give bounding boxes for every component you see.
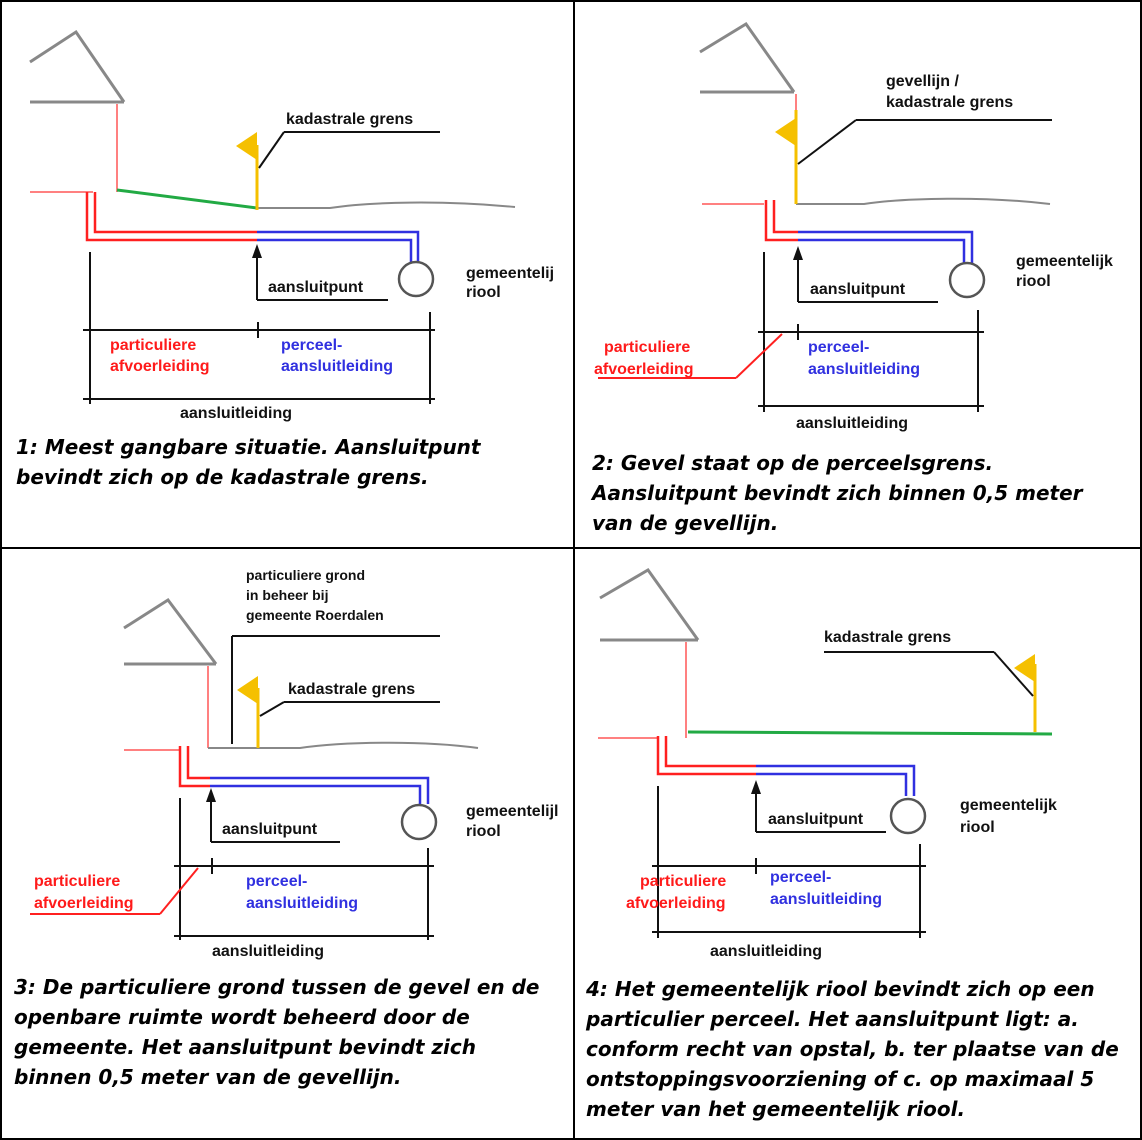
house-roof <box>699 21 796 93</box>
boundary-label-2: kadastrale grens <box>886 94 1013 111</box>
connection-arrowhead <box>206 788 216 802</box>
parcel-pipe-label: perceel- <box>770 869 831 886</box>
sewer-label: gemeentelijk <box>1016 253 1113 270</box>
connection-arrowhead <box>252 244 262 258</box>
private-pipe-label-2: afvoerleiding <box>626 895 726 912</box>
managed-ground-label-1: particuliere grond <box>246 567 365 583</box>
parcel-pipe-label: perceel- <box>246 873 307 890</box>
boundary-flag <box>237 676 258 704</box>
managed-ground-label-3: gemeente Roerdalen <box>246 607 384 623</box>
house-roof <box>29 29 126 103</box>
connection-point-label: aansluitpunt <box>768 811 864 828</box>
parcel-pipe-inner <box>798 238 966 264</box>
parcel-pipe-label-2: aansluitleiding <box>281 358 393 375</box>
boundary-label: kadastrale grens <box>286 111 413 128</box>
connection-pipe-label: aansluitleiding <box>180 405 292 422</box>
parcel-pipe-inner <box>210 784 422 804</box>
sewer-pipe <box>400 803 438 841</box>
sewer-pipe <box>397 260 435 298</box>
boundary-label-1: gevellijn / <box>886 73 959 90</box>
connection-pipe-label: aansluitleiding <box>710 943 822 960</box>
panel-2-diagram: gevellijn / kadastrale grens gemeentelij… <box>594 21 1113 432</box>
ground-line <box>208 741 479 749</box>
private-pipe-inner <box>93 192 257 234</box>
sewer-label: gemeentelijk <box>960 797 1057 814</box>
panel-1-caption: 1: Meest gangbare situatie. Aansluitpunt… <box>16 435 481 489</box>
parcel-pipe-label-2: aansluitleiding <box>246 895 358 912</box>
sewer-pipe <box>948 261 986 299</box>
connection-arrowhead <box>751 780 761 794</box>
ground-line <box>257 201 516 209</box>
panel-4-diagram: kadastrale grens gemeentelijk riool aans… <box>598 568 1057 960</box>
boundary-leader <box>797 119 857 165</box>
private-pipe-label: particuliere <box>640 873 726 890</box>
sewer-label-2: riool <box>466 823 501 840</box>
sewer-label: gemeentelijl <box>466 803 558 820</box>
boundary-flag <box>1014 654 1035 682</box>
private-pipe-label-2: afvoerleiding <box>110 358 210 375</box>
green-ground <box>687 730 1053 736</box>
boundary-label: kadastrale grens <box>288 681 415 698</box>
house-roof <box>599 568 700 641</box>
parcel-pipe <box>798 230 974 264</box>
sewer-label: gemeentelij <box>466 265 554 282</box>
sewer-pipe <box>889 797 927 835</box>
connection-arrowhead <box>793 246 803 260</box>
sewer-label-2: riool <box>466 284 501 301</box>
private-pipe <box>85 192 257 242</box>
boundary-leader <box>993 651 1034 697</box>
private-pipe <box>656 736 756 776</box>
parcel-pipe-label: perceel- <box>281 337 342 354</box>
private-pipe <box>764 200 798 242</box>
private-pipe-label: particuliere <box>604 339 690 356</box>
parcel-pipe-inner <box>756 772 908 796</box>
panel-2: gevellijn / kadastrale grens gemeentelij… <box>574 0 1142 548</box>
connection-point-label: aansluitpunt <box>810 281 906 298</box>
boundary-flag <box>775 118 796 146</box>
sewer-label-2: riool <box>1016 273 1051 290</box>
private-pipe-leader <box>735 333 783 379</box>
panel-1: kadastrale grens gemeentelij riool aansl… <box>0 0 574 548</box>
private-pipe-leader <box>159 867 199 915</box>
private-pipe <box>178 746 210 788</box>
connection-pipe-label: aansluitleiding <box>212 943 324 960</box>
parcel-pipe-label-2: aansluitleiding <box>808 361 920 378</box>
private-pipe-label-2: afvoerleiding <box>34 895 134 912</box>
panel-3: particuliere grond in beheer bij gemeent… <box>0 548 574 1140</box>
parcel-pipe <box>210 776 430 804</box>
parcel-pipe <box>257 230 420 262</box>
panel-1-diagram: kadastrale grens gemeentelij riool aansl… <box>29 29 554 422</box>
private-pipe-inner <box>664 736 756 768</box>
private-pipe-label: particuliere <box>34 873 120 890</box>
private-pipe-inner <box>186 746 210 780</box>
panel-4-caption: 4: Het gemeentelijk riool bevindt zich o… <box>586 977 1119 1121</box>
panel-3-diagram: particuliere grond in beheer bij gemeent… <box>30 567 558 960</box>
green-ground <box>116 188 258 210</box>
boundary-label: kadastrale grens <box>824 629 951 646</box>
private-pipe-label-2: afvoerleiding <box>594 361 694 378</box>
connection-point-label: aansluitpunt <box>268 279 364 296</box>
panel-4: kadastrale grens gemeentelijk riool aans… <box>574 548 1142 1140</box>
managed-ground-label-2: in beheer bij <box>246 587 328 603</box>
boundary-leader <box>258 131 285 169</box>
ground-line <box>796 197 1051 205</box>
boundary-leader <box>259 701 285 717</box>
sewer-label-2: riool <box>960 819 995 836</box>
boundary-flag <box>236 132 257 160</box>
parcel-pipe <box>756 764 916 796</box>
private-pipe-inner <box>772 200 798 234</box>
parcel-pipe-label-2: aansluitleiding <box>770 891 882 908</box>
parcel-pipe-label: perceel- <box>808 339 869 356</box>
connection-pipe-label: aansluitleiding <box>796 415 908 432</box>
panel-3-caption: 3: De particuliere grond tussen de gevel… <box>14 975 540 1089</box>
parcel-pipe-inner <box>257 238 413 262</box>
connection-point-label: aansluitpunt <box>222 821 318 838</box>
house-roof <box>123 597 218 665</box>
private-pipe-label: particuliere <box>110 337 196 354</box>
panel-2-caption: 2: Gevel staat op de perceelsgrens. Aans… <box>592 451 1083 535</box>
